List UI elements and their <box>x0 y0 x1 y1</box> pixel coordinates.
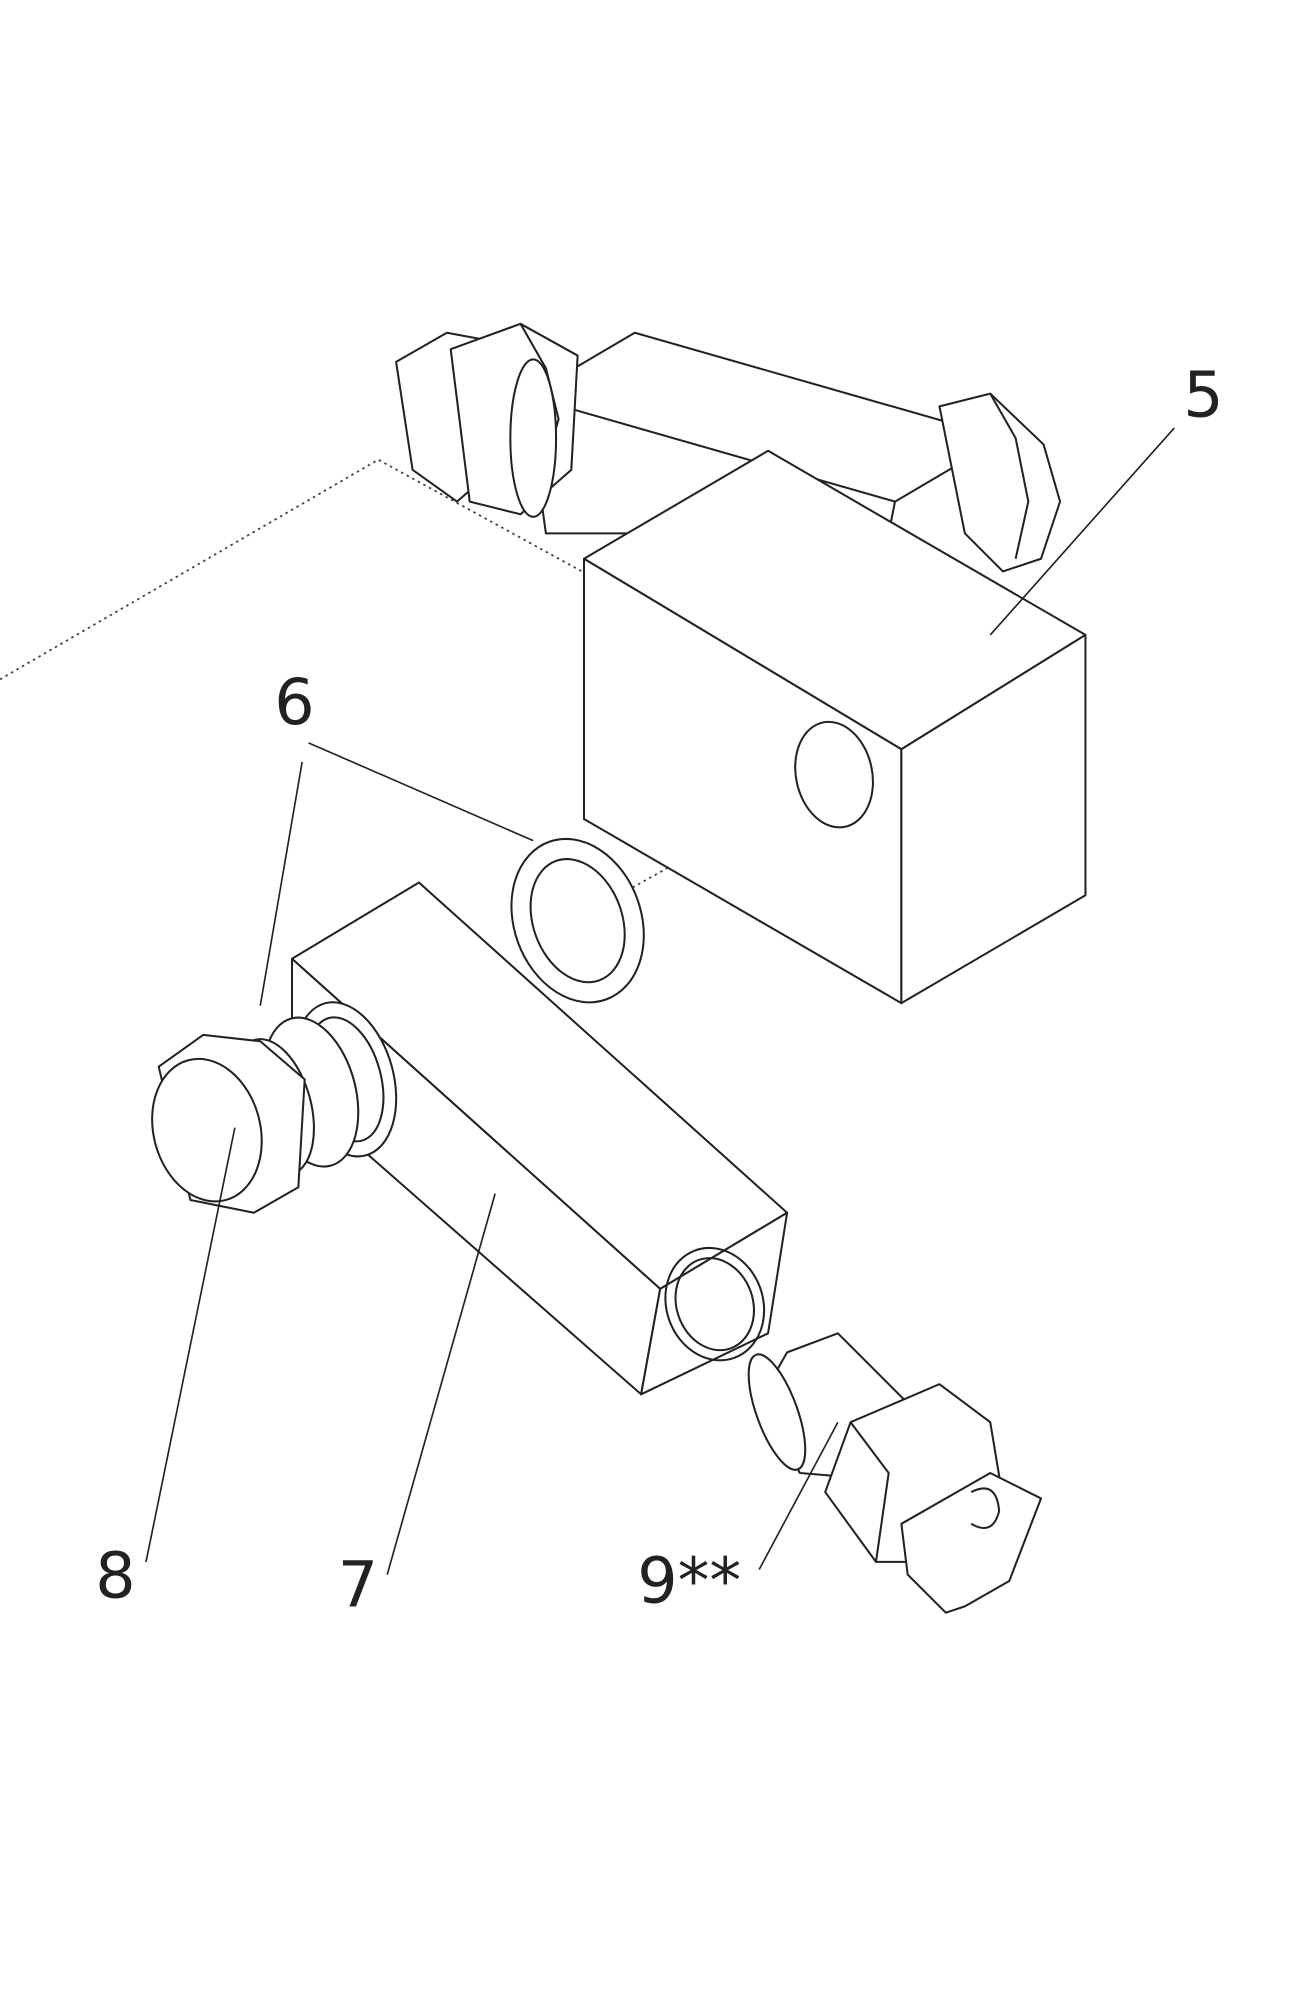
part-5-valve-block <box>395 322 1087 1005</box>
callout-7: 7 <box>338 1547 378 1621</box>
leader-line-6a <box>308 742 534 842</box>
callout-9: 9** <box>637 1544 741 1618</box>
leader-line-8 <box>145 1127 236 1563</box>
leader-line-6b <box>259 761 303 1006</box>
leader-line-9 <box>758 1421 839 1570</box>
part-6-seal-ring <box>510 837 645 1004</box>
callout-8: 8 <box>95 1538 135 1612</box>
callout-6: 6 <box>274 665 314 739</box>
callout-5: 5 <box>1183 358 1223 432</box>
part-9-nozzle <box>747 1332 1043 1614</box>
leader-line-7 <box>386 1193 496 1575</box>
leader-line-5 <box>989 427 1175 636</box>
part-8-plug <box>151 1001 398 1214</box>
